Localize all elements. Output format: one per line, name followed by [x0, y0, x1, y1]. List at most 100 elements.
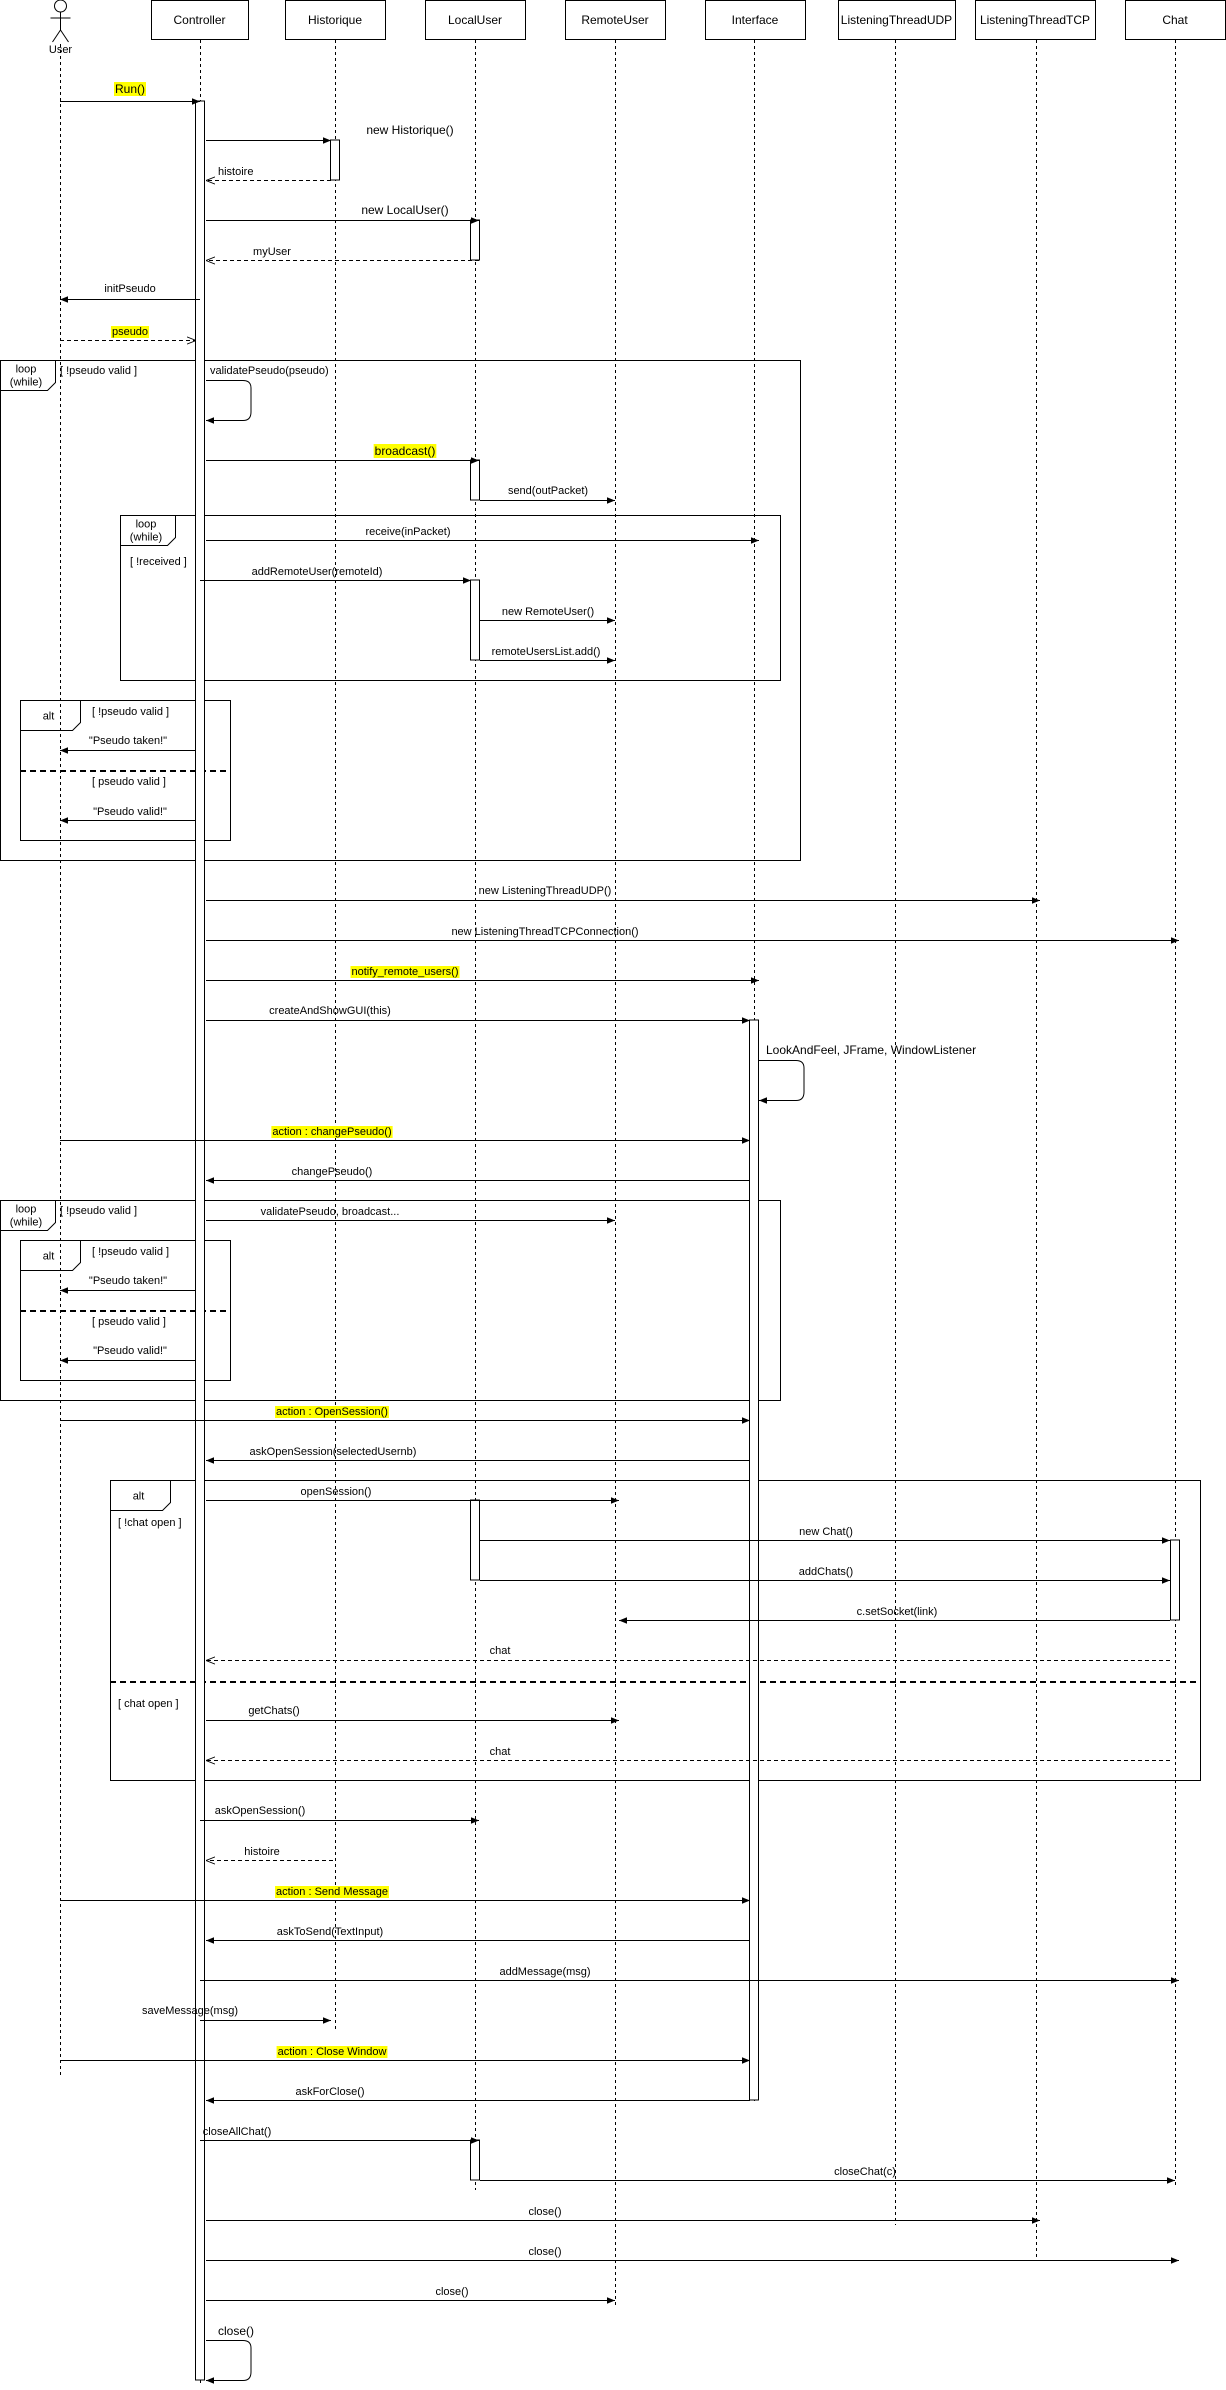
message-31: c.setSocket(link)	[619, 1606, 1170, 1624]
participant-label: Controller	[173, 13, 225, 27]
message-9: send(outPacket)	[480, 485, 615, 504]
message-41: action : Close Window	[60, 2046, 750, 2064]
message-label: closeAllChat()	[203, 2126, 271, 2138]
frame-border	[0, 360, 801, 861]
message-label: "Pseudo valid!"	[93, 1345, 167, 1357]
frame-title: loop	[16, 364, 37, 376]
participant-label: ListeningThreadUDP	[841, 13, 952, 27]
frame-title: loop	[136, 519, 157, 531]
label-highlight	[110, 326, 150, 338]
activation-bar-localuser	[470, 219, 480, 261]
message-label: action : OpenSession()	[276, 1406, 388, 1418]
message-39: addMessage(msg)	[200, 1966, 1179, 1984]
message-19: createAndShowGUI(this)	[206, 1005, 750, 1024]
messages-layer: Run() new Historique() histoire new LocalUs…	[60, 82, 1179, 2384]
frame-tab	[20, 700, 81, 731]
message-30: addChats()	[480, 1566, 1170, 1584]
self-call-arrow	[206, 380, 252, 424]
frame-tab	[20, 1240, 81, 1271]
message-label: askOpenSession()	[215, 1805, 306, 1817]
label-highlight	[275, 1406, 389, 1418]
activation-bar-chat	[1170, 1539, 1180, 1621]
frames-layer: loop(while)loop(while)altloop(while)alta…	[0, 360, 1201, 1781]
message-23: validatePseudo, broadcast...	[206, 1206, 615, 1224]
frame-guard: [ !pseudo valid ]	[60, 1205, 137, 1217]
participant-remoteuser: RemoteUser	[565, 0, 666, 40]
frame-title: alt	[43, 711, 55, 723]
frame-border	[0, 1200, 781, 1401]
participant-box	[838, 0, 956, 40]
actor-user: User	[49, 0, 72, 56]
message-46: close()	[206, 2246, 1179, 2264]
message-label: new LocalUser()	[361, 203, 448, 217]
message-label: receive(inPacket)	[366, 526, 451, 538]
participant-box	[565, 0, 666, 40]
message-label: Run()	[115, 82, 145, 96]
label-highlight	[275, 1886, 389, 1898]
message-label: addRemoteUser(remoteId)	[252, 566, 383, 578]
frame-tab	[0, 1200, 56, 1231]
message-5: initPseudo	[60, 283, 200, 303]
message-1: new Historique()	[206, 123, 454, 144]
message-0: Run()	[60, 82, 200, 105]
message-label: remoteUsersList.add()	[492, 646, 601, 658]
message-11: addRemoteUser(remoteId)	[200, 566, 471, 584]
self-call-arrow	[206, 2340, 252, 2384]
participant-label: RemoteUser	[581, 13, 648, 27]
message-label: histoire	[244, 1846, 279, 1858]
message-label: close()	[528, 2206, 561, 2218]
participant-label: ListeningThreadTCP	[980, 13, 1090, 27]
participant-localuser: LocalUser	[425, 0, 526, 40]
message-15: "Pseudo valid!"	[60, 806, 195, 824]
message-2: histoire	[206, 166, 331, 181]
message-10: receive(inPacket)	[206, 526, 759, 544]
participant-controller: Controller	[151, 0, 249, 40]
label-highlight	[271, 1126, 393, 1138]
message-32: chat	[206, 1645, 1170, 1661]
message-18: notify_remote_users()	[206, 966, 759, 984]
participant-label: Historique	[308, 13, 362, 27]
message-label: pseudo	[112, 326, 148, 338]
actor-leg	[60, 29, 69, 43]
message-38: askToSend(TextInput)	[206, 1926, 750, 1944]
participant-box	[285, 0, 386, 40]
frame-guard: [ !pseudo valid ]	[60, 365, 137, 377]
frame-title: loop	[16, 1204, 37, 1216]
message-label: addMessage(msg)	[499, 1966, 590, 1978]
participant-label: Chat	[1162, 13, 1188, 27]
participant-box	[425, 0, 526, 40]
participants-layer: User Controller Historique LocalUser RemoteU…	[49, 0, 1226, 56]
message-42: askForClose()	[206, 2086, 750, 2104]
participant-lttcp: ListeningThreadTCP	[975, 0, 1096, 40]
message-label: openSession()	[301, 1486, 372, 1498]
message-29: new Chat()	[480, 1526, 1170, 1544]
frame-guard: [ !chat open ]	[118, 1517, 182, 1529]
label-highlight	[113, 82, 147, 96]
message-label: LookAndFeel, JFrame, WindowListener	[766, 1043, 976, 1057]
frame-border	[110, 1480, 1201, 1781]
message-label: new Chat()	[799, 1526, 853, 1538]
message-48: close()	[206, 2324, 254, 2384]
message-20: LookAndFeel, JFrame, WindowListener	[759, 1043, 976, 1104]
message-45: close()	[206, 2206, 1040, 2224]
message-16: new ListeningThreadUDP()	[206, 885, 1040, 904]
loop-frame: loop(while)	[0, 1200, 781, 1401]
frame-tab	[120, 515, 176, 546]
activation-bar-controller	[195, 100, 205, 2381]
message-label: new ListeningThreadTCPConnection()	[451, 926, 638, 938]
message-4: myUser	[206, 246, 479, 261]
message-43: closeAllChat()	[200, 2126, 479, 2144]
participant-box	[975, 0, 1096, 40]
message-label: new ListeningThreadUDP()	[479, 885, 612, 897]
participant-box	[705, 0, 806, 40]
frame-title: alt	[133, 1491, 145, 1503]
frame-guard: [ pseudo valid ]	[92, 1316, 166, 1328]
label-highlight	[373, 444, 437, 458]
message-label: chat	[490, 1746, 511, 1758]
message-label: action : Close Window	[278, 2046, 387, 2058]
message-22: changePseudo()	[206, 1166, 750, 1184]
message-label: broadcast()	[375, 444, 436, 458]
message-label: saveMessage(msg)	[142, 2005, 238, 2017]
message-label: new Historique()	[366, 123, 453, 137]
